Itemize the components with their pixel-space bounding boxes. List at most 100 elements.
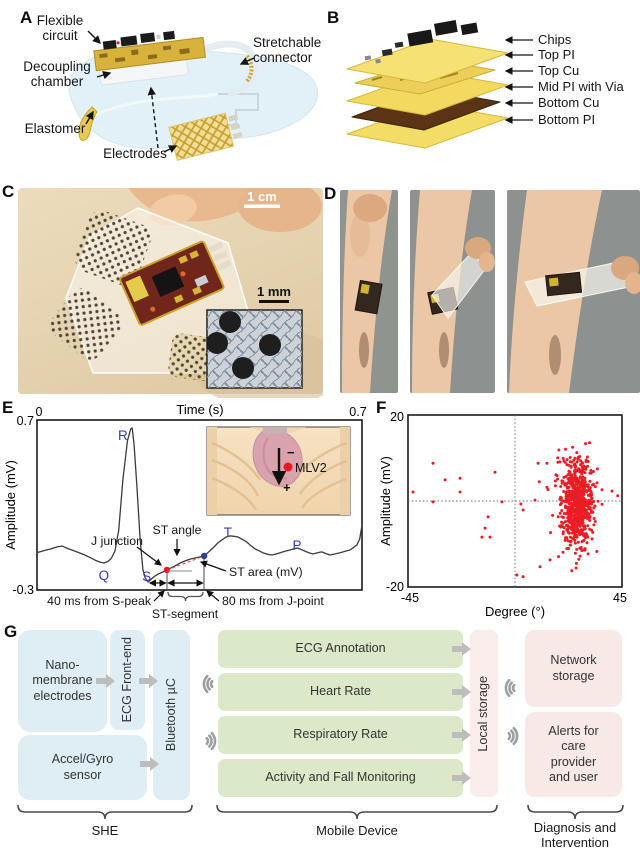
svg-text:Q: Q xyxy=(99,568,110,583)
electrode-patch-left xyxy=(49,288,123,360)
flow-arrow-icon xyxy=(96,674,115,688)
annotation-j-junction: J junction xyxy=(91,534,143,548)
ecg-xtick-07: 0.7 xyxy=(349,405,366,419)
flow-arrow-icon xyxy=(140,757,159,771)
label-electrodes: Electrodes xyxy=(103,146,167,161)
label-mid-pi: Mid PI with Via xyxy=(538,79,625,94)
flexible-circuit-board xyxy=(93,30,207,86)
arrow-flexible-circuit xyxy=(87,30,101,44)
flow-arrow-icon xyxy=(452,771,471,785)
box-local-storage: Local storage xyxy=(470,630,498,797)
label-flexible-circuit: Flexible circuit xyxy=(36,13,84,43)
brace-diagnosis xyxy=(527,804,624,820)
box-bluetooth-uc: Bluetooth µC xyxy=(153,630,190,800)
scatter-ytick-top: 20 xyxy=(390,410,404,424)
label-decoupling-chamber: Decoupling chamber xyxy=(23,59,91,89)
box-alerts-text: Alerts for care provider and user xyxy=(548,723,599,784)
layer-top-pi xyxy=(346,38,509,84)
layer-chips xyxy=(364,20,479,64)
scale-bar-1mm-label: 1 mm xyxy=(257,284,291,299)
scatter-xtick-left: -45 xyxy=(401,591,419,605)
box-accel-gyro: Accel/Gyro sensor xyxy=(18,735,147,800)
box-respiratory-rate-text: Respiratory Rate xyxy=(293,727,388,742)
ecg-guides xyxy=(136,539,227,602)
wireless-right-icon xyxy=(205,731,217,751)
lead-minus: − xyxy=(287,445,295,460)
panel-f-scatter-chart: 20 -20 -45 45 Degree (°) Amplitude (mV) xyxy=(380,410,627,619)
panel-e-label: E xyxy=(2,398,14,417)
arrow-stretchable-connector xyxy=(239,57,255,65)
arrow-electrodes xyxy=(163,145,178,153)
label-top-cu: Top Cu xyxy=(538,63,579,78)
box-nano-text: Nano- membrane electrodes xyxy=(32,657,93,703)
panel-f-label: F xyxy=(376,398,387,417)
ecg-st-markers xyxy=(163,552,208,574)
mlv2-electrode-dot xyxy=(283,462,293,472)
panel-d-photos xyxy=(340,190,640,393)
wireless-right-icon xyxy=(507,726,519,746)
brace-label-diagnosis: Diagnosis and Intervention xyxy=(533,820,617,850)
photo-2 xyxy=(410,190,495,393)
wireless-left-icon xyxy=(202,674,214,694)
svg-text:R: R xyxy=(118,428,128,443)
electrode-inset xyxy=(206,309,303,389)
box-accel-text: Accel/Gyro sensor xyxy=(51,752,114,782)
panel-b-illustration: Chips Top PI Top Cu Mid PI with Via Bott… xyxy=(346,20,625,149)
box-network-storage-text: Network storage xyxy=(550,653,597,683)
lead-plus: + xyxy=(283,480,291,495)
arrow-decoupling-chamber xyxy=(96,71,112,80)
panel-b-callout-arrows xyxy=(504,36,533,124)
flow-arrow-icon xyxy=(452,642,471,656)
label-elastomer: Elastomer xyxy=(24,121,86,136)
panel-b-label: B xyxy=(327,8,340,27)
photo-1 xyxy=(340,190,398,393)
label-bottom-cu: Bottom Cu xyxy=(538,95,599,110)
box-network-storage: Network storage xyxy=(525,630,622,707)
label-stretchable-connector: Stretchable connector xyxy=(253,35,322,65)
electrode-patch-top xyxy=(74,210,152,286)
ecg-ylabel: Amplitude (mV) xyxy=(3,460,18,550)
box-ecg-annotation-text: ECG Annotation xyxy=(295,641,386,656)
annotation-40ms: 40 ms from S-peak xyxy=(47,594,152,608)
box-activity-fall: Activity and Fall Monitoring xyxy=(218,759,463,797)
electrode-mesh-patch xyxy=(168,112,243,161)
circuit-board-photo xyxy=(119,240,232,326)
ecg-xlabel: Time (s) xyxy=(176,402,223,417)
annotation-st-area: ST area (mV) xyxy=(229,565,303,579)
box-ecg-annotation: ECG Annotation xyxy=(218,630,463,668)
flow-arrow-icon xyxy=(452,685,471,699)
svg-text:P: P xyxy=(292,538,301,553)
panel-d-label: D xyxy=(324,184,337,203)
scatter-xlabel: Degree (°) xyxy=(485,604,545,619)
box-activity-fall-text: Activity and Fall Monitoring xyxy=(265,770,416,785)
scatter-xtick-right: 45 xyxy=(613,591,627,605)
scale-bar-1cm-label: 1 cm xyxy=(247,189,277,204)
panel-c-label: C xyxy=(2,182,15,201)
stretchable-connector-art xyxy=(201,40,259,98)
box-respiratory-rate: Respiratory Rate xyxy=(218,716,463,754)
svg-text:T: T xyxy=(224,525,232,540)
panel-a-label: A xyxy=(20,8,33,27)
panel-a-callout-arrows xyxy=(85,30,255,153)
box-local-storage-text: Local storage xyxy=(476,675,491,752)
dashed-arrow-electrodes xyxy=(147,86,159,149)
box-nano-membrane-electrodes: Nano- membrane electrodes xyxy=(18,630,107,732)
flow-arrow-icon xyxy=(452,728,471,742)
brace-label-mobile-device: Mobile Device xyxy=(316,823,398,838)
scatter-ylabel: Amplitude (mV) xyxy=(380,456,393,546)
ecg-wave-labels: R Q S T P xyxy=(99,428,302,584)
panel-e-ecg-chart: 0 Time (s) 0.7 0.7 -0.3 Amplitude (mV) R… xyxy=(3,402,367,621)
brace-label-she: SHE xyxy=(91,823,119,838)
flow-arrow-icon xyxy=(139,674,158,688)
annotation-80ms: 80 ms from J-point xyxy=(222,594,324,608)
box-frontend-text: ECG Front-end xyxy=(119,637,134,723)
label-chips: Chips xyxy=(538,32,572,47)
scatter-ytick-bottom: -20 xyxy=(386,580,404,594)
ecg-ytick-bottom: -0.3 xyxy=(12,583,34,597)
svg-text:S: S xyxy=(142,569,151,584)
label-top-pi: Top PI xyxy=(538,47,575,62)
box-alerts: Alerts for care provider and user xyxy=(525,712,622,797)
label-bottom-pi: Bottom PI xyxy=(538,112,595,127)
photo-3 xyxy=(507,190,640,393)
